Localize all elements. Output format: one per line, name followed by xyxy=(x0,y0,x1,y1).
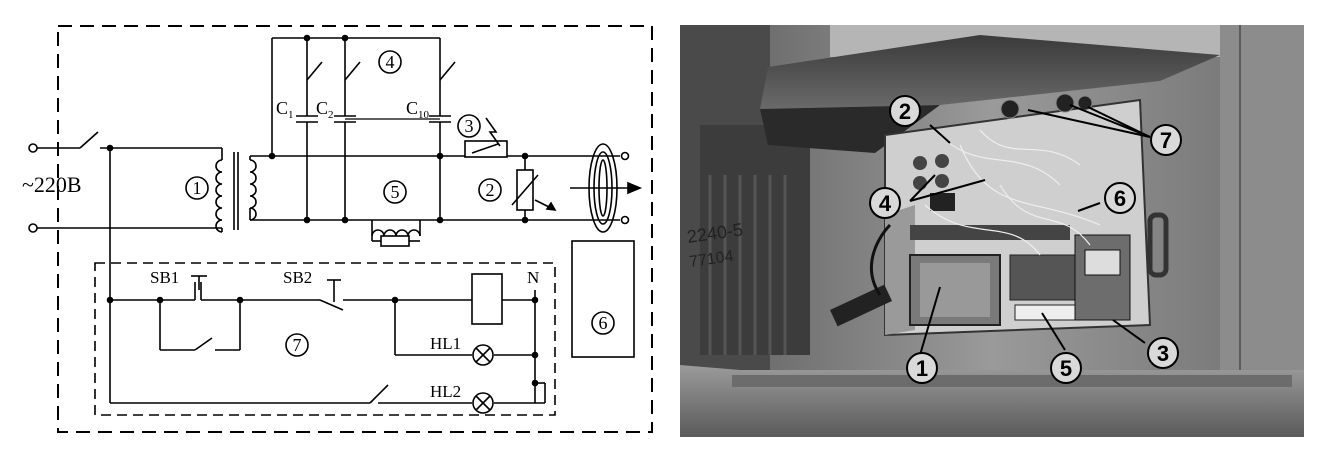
callout-label-4: 4 xyxy=(386,52,395,72)
callout-label-6: 6 xyxy=(599,313,608,333)
photo-callout-label-1: 1 xyxy=(916,356,928,381)
callout-circle-2 xyxy=(478,178,502,202)
equipment-photo: 2240-5 77104 xyxy=(680,25,1304,437)
photo-callout-circle-4 xyxy=(869,187,901,219)
switch-label-sb2: SB2 xyxy=(283,268,312,287)
photo-callout-circle-3 xyxy=(1147,337,1179,369)
callout-circle-4 xyxy=(378,50,402,74)
photo-callout-label-5: 5 xyxy=(1060,356,1072,381)
photo-callout-circle-5 xyxy=(1050,352,1082,384)
capacitor-label-c10: C10 xyxy=(406,98,430,121)
capacitor-label-c1: C1 xyxy=(276,98,294,121)
callout-circle-7 xyxy=(285,333,309,357)
callout-label-3: 3 xyxy=(465,116,474,136)
photo-callout-circle-7 xyxy=(1150,124,1182,156)
callout-leaders xyxy=(909,104,1151,356)
callout-circle-5 xyxy=(383,180,407,204)
lamp-label-hl2: HL2 xyxy=(430,382,461,401)
block-6 xyxy=(571,240,635,358)
callout-label-5: 5 xyxy=(391,182,400,202)
wall-text-2: 77104 xyxy=(688,248,735,271)
callout-label-1: 1 xyxy=(193,178,202,198)
callout-label-2: 2 xyxy=(486,180,495,200)
photo-callout-label-6: 6 xyxy=(1114,186,1126,211)
outer-enclosure xyxy=(57,25,653,433)
schematic-wiring xyxy=(28,25,653,433)
photo-callout-circle-2 xyxy=(889,95,921,127)
neutral-label: N xyxy=(527,268,539,287)
photo-callout-label-3: 3 xyxy=(1157,341,1169,366)
switch-label-sb1: SB1 xyxy=(150,268,179,287)
callout-circle-3 xyxy=(457,114,481,138)
photo-callouts xyxy=(869,95,1182,384)
photo-callout-label-7: 7 xyxy=(1160,128,1172,153)
photo-callout-circle-1 xyxy=(906,352,938,384)
lamp-label-hl1: HL1 xyxy=(430,334,461,353)
box-lid xyxy=(760,35,1220,109)
photo-callout-label-2: 2 xyxy=(899,99,911,124)
photo-callout-label-4: 4 xyxy=(879,191,892,216)
callout-circle-1 xyxy=(185,176,209,200)
circuit-schematic: ~220В C1 C2 C10 SB1 SB2 HL1 HL2 N 1 2 3 … xyxy=(22,25,653,433)
photo-callout-circle-6 xyxy=(1104,182,1136,214)
supply-label: ~220В xyxy=(22,172,82,197)
callout-label-7: 7 xyxy=(293,335,302,355)
callout-circle-6 xyxy=(591,311,615,335)
control-enclosure xyxy=(94,262,556,416)
capacitor-label-c2: C2 xyxy=(316,98,334,121)
